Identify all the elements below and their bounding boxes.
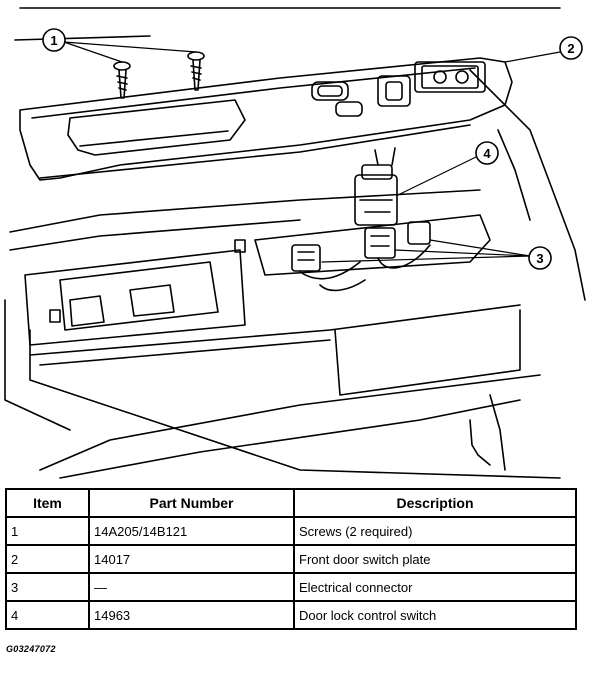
cell-description: Electrical connector [293,572,577,602]
electrical-connector-right [407,221,431,245]
lower-trim-panel [24,214,521,396]
callout-2-label: 2 [567,41,574,56]
cell-item: 1 [5,516,90,546]
cell-part-number: — [88,572,295,602]
door-lock-control-switch [354,147,398,226]
cell-item: 2 [5,544,90,574]
table-row: 4 14963 Door lock control switch [5,600,577,630]
screw-right [187,51,205,91]
cell-description: Door lock control switch [293,600,577,630]
callout-1-circle [42,28,66,52]
callout-1-label: 1 [50,33,57,48]
header-item: Item [5,488,90,518]
cell-description: Front door switch plate [293,544,577,574]
parts-table: Item Part Number Description 1 14A205/14… [5,488,577,630]
callout-4-label: 4 [483,146,491,161]
table-row: 1 14A205/14B121 Screws (2 required) [5,516,577,546]
electrical-connector-center [364,227,396,259]
callout-leader-lines [63,41,561,263]
cell-part-number: 14017 [88,544,295,574]
table-row: 2 14017 Front door switch plate [5,544,577,574]
cell-description: Screws (2 required) [293,516,577,546]
screw-left [113,61,131,99]
callout-3-label: 3 [536,251,543,266]
cell-part-number: 14A205/14B121 [88,516,295,546]
electrical-connector-left [291,244,321,272]
figure-code: G03247072 [6,644,56,654]
door-trim-outline [4,7,586,479]
cell-part-number: 14963 [88,600,295,630]
header-part-number: Part Number [88,488,295,518]
front-door-switch-plate [19,57,513,181]
callout-2-circle [559,36,583,60]
table-header-row: Item Part Number Description [5,488,577,518]
header-description: Description [293,488,577,518]
table-row: 3 — Electrical connector [5,572,577,602]
callout-3-circle [528,246,552,270]
door-switch-plate-illustration: 1 2 4 3 [4,7,586,479]
cell-item: 3 [5,572,90,602]
callout-4-circle [475,141,499,165]
cell-item: 4 [5,600,90,630]
